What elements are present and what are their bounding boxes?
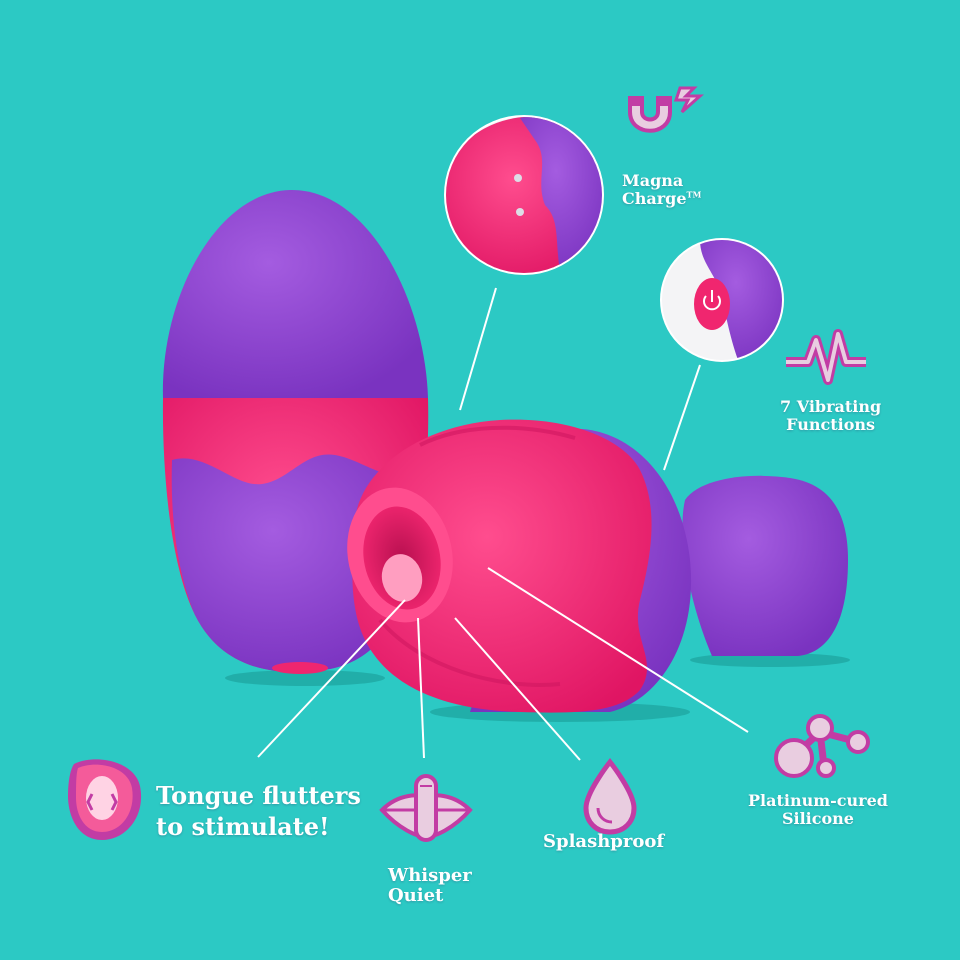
vibrating-line2: Functions (786, 414, 876, 434)
tongue-flutters-label: Tongue flutters to stimulate! (156, 780, 361, 842)
tongue-line2: to stimulate! (156, 812, 330, 842)
pulse-wave-icon (786, 329, 866, 385)
magna-charge-line2: Charge (622, 188, 687, 208)
whisper-line2: Quiet (388, 885, 444, 907)
magna-charge-line1: Magna (622, 171, 684, 190)
zoom-circle-charge-port (444, 115, 604, 275)
whisper-line1: Whisper (388, 865, 472, 886)
magna-charge-label: Magna ChargeTM (622, 172, 701, 208)
whisper-quiet-label: Whisper Quiet (388, 865, 472, 907)
magna-charge-line2-wrap: ChargeTM (622, 188, 702, 208)
magnet-icon (628, 86, 704, 133)
trademark-mark: TM (686, 189, 702, 200)
vibrating-functions-label: 7 Vibrating Functions (780, 398, 881, 434)
tongue-line1: Tongue flutters (156, 781, 361, 810)
zoom-circle-power-button (660, 238, 784, 362)
right-cap (682, 475, 848, 656)
whisper-quiet-icon (379, 774, 473, 842)
platinum-silicone-label: Platinum-cured Silicone (748, 792, 888, 828)
silicone-line2: Silicone (781, 808, 854, 828)
power-button-icon (694, 278, 730, 330)
silicone-line1: Platinum-cured (748, 791, 888, 810)
splashproof-label: Splashproof (543, 831, 665, 852)
vibrating-line1: 7 Vibrating (780, 397, 882, 416)
center-toy (347, 419, 692, 713)
splashproof-text: Splashproof (543, 831, 665, 852)
water-drop-icon (583, 757, 637, 835)
molecule-icon (774, 714, 870, 778)
tongue-mouth-icon (68, 759, 142, 840)
pointer-lines (257, 287, 749, 761)
